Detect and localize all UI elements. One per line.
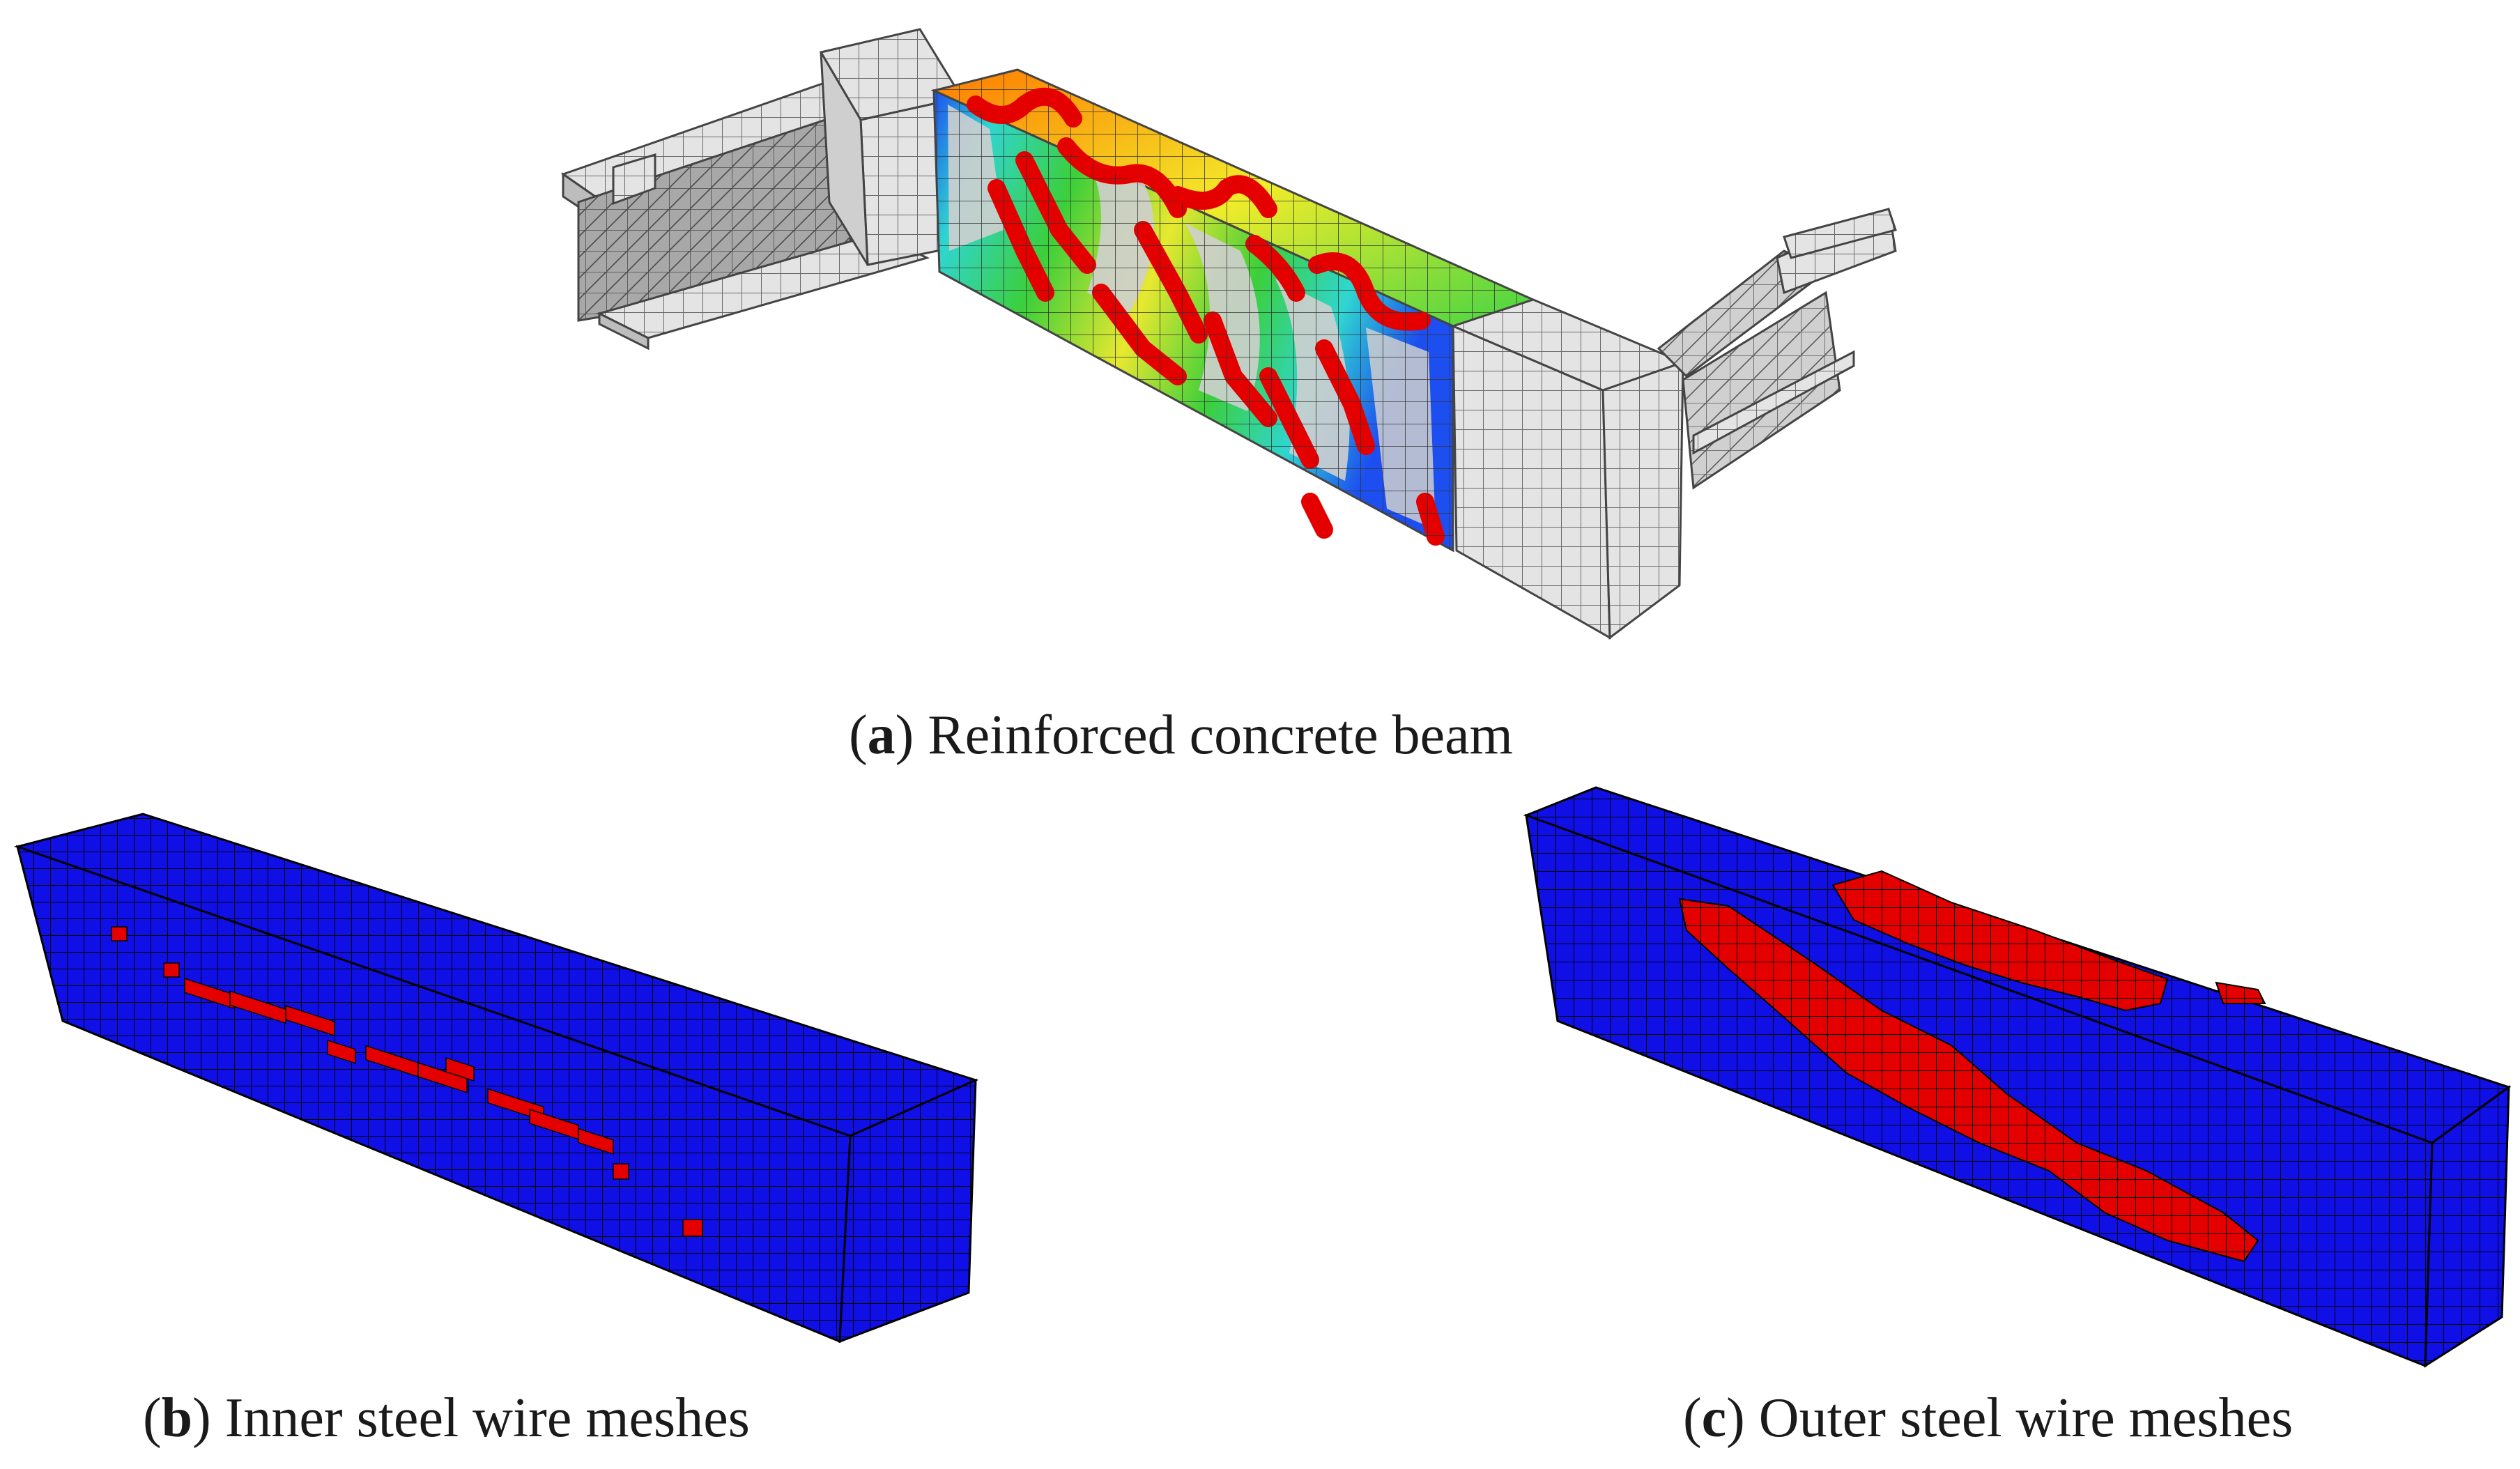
caption-b-text: Inner steel wire meshes — [224, 1387, 750, 1449]
inner-mesh-damage — [111, 926, 703, 1237]
caption-c-text: Outer steel wire meshes — [1758, 1387, 2294, 1449]
caption-a: (a) Reinforced concrete beam — [849, 705, 1513, 766]
caption-a-text: Reinforced concrete beam — [928, 705, 1513, 766]
caption-b: (b) Inner steel wire meshes — [143, 1387, 750, 1449]
left-steel-i-beam — [560, 82, 930, 351]
caption-c: (c) Outer steel wire meshes — [1683, 1387, 2294, 1449]
right-steel-i-beam — [1657, 207, 1897, 490]
outer-steel-wire-mesh-model — [1523, 786, 2512, 1368]
right-loading-block — [1450, 298, 1687, 640]
panel-b-figure — [0, 801, 1011, 1359]
concrete-beam-contour — [930, 68, 1537, 553]
inner-steel-wire-mesh-model — [13, 813, 979, 1344]
panel-c-figure — [1519, 780, 2520, 1380]
reinforced-concrete-beam-model — [560, 28, 1897, 640]
caption-b-letter: b — [161, 1387, 193, 1449]
panel-a-figure — [0, 0, 2520, 669]
caption-a-letter: a — [867, 705, 896, 766]
outer-mesh-damage — [1678, 870, 2266, 1263]
caption-c-letter: c — [1701, 1387, 1727, 1449]
